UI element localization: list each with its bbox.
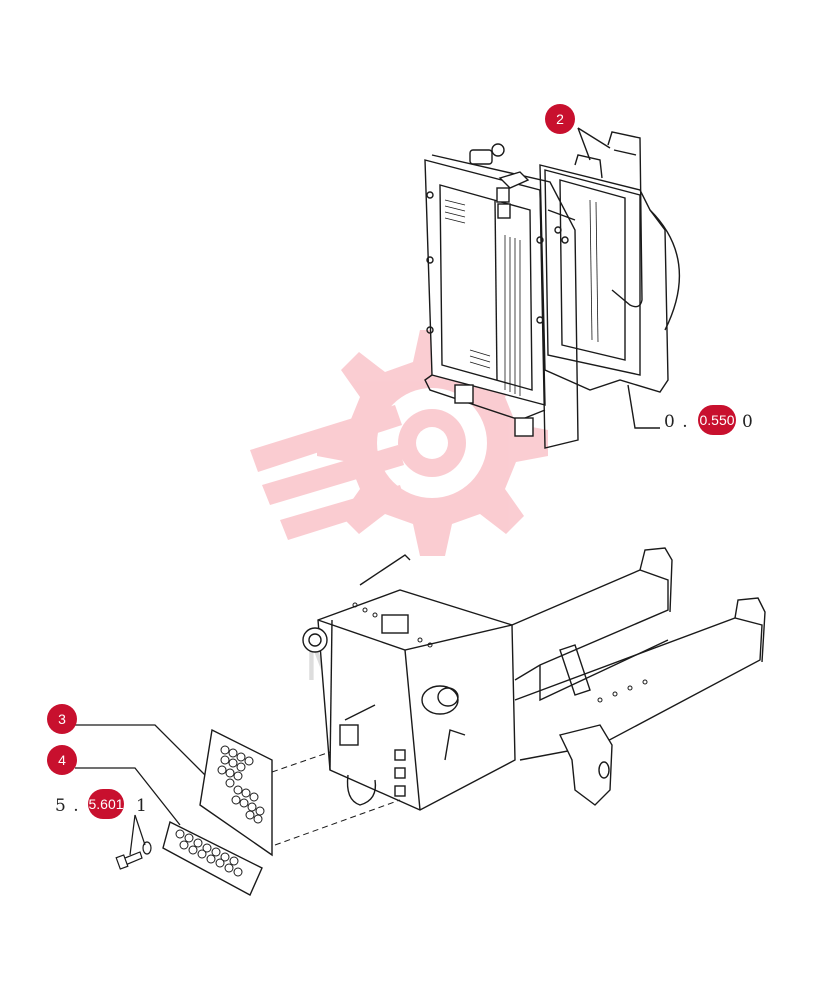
bolt-and-washer — [115, 814, 152, 870]
bolt-ref-prefix: 5 . — [55, 796, 80, 816]
bolt-ref-suffix: 1 — [136, 796, 148, 816]
callout-2: 2 — [545, 104, 575, 134]
bolt-ref-badge: 5.601 — [88, 789, 124, 819]
radiator-ref-suffix: 0 — [742, 412, 754, 432]
radiator-ref-badge: 0.550 — [698, 405, 736, 435]
grille-plate-3 — [199, 728, 273, 857]
front-chassis-frame — [271, 547, 766, 846]
radiator-assembly — [424, 127, 681, 449]
grille-plate-4 — [162, 820, 263, 896]
callout-leaders — [75, 724, 206, 826]
callout-4: 4 — [47, 745, 77, 775]
radiator-ref-prefix: 0 . — [664, 412, 689, 432]
callout-3: 3 — [47, 704, 77, 734]
